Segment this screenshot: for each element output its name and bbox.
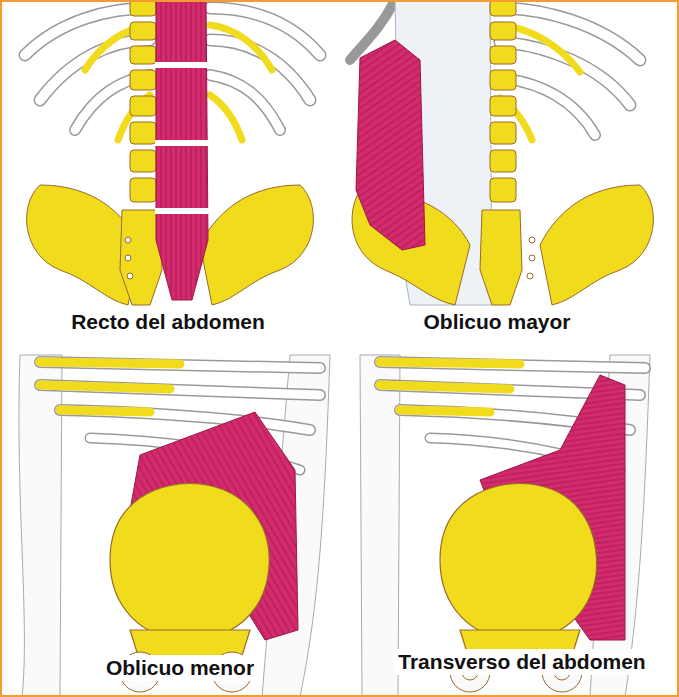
muscle-label: Recto del abdomen xyxy=(67,309,269,335)
panel-rectus-part-part xyxy=(130,0,156,16)
panel-external-oblique-part-part xyxy=(490,150,516,172)
panel-internal-oblique-part-part xyxy=(60,410,310,430)
panel-rectus-part xyxy=(155,62,209,214)
muscle-label: Transverso del abdomen xyxy=(394,649,649,675)
panel-transversus-part-part xyxy=(380,362,645,368)
panel-external-oblique-part-part xyxy=(480,210,522,305)
panel-internal-oblique-part-part xyxy=(40,362,320,368)
panel-transversus xyxy=(360,355,650,697)
muscle-label: Oblicuo mayor xyxy=(419,309,574,335)
panel-rectus-part-part xyxy=(127,273,133,279)
panel-rectus-part-part xyxy=(155,208,209,214)
panel-internal-oblique-part-part xyxy=(40,385,170,389)
panel-rectus-part-part xyxy=(130,96,156,116)
panel-internal-oblique-part-part xyxy=(40,385,320,395)
panel-transversus-part-part xyxy=(380,362,645,368)
panel-transversus-part-part xyxy=(440,484,596,640)
panel-external-oblique-part-part xyxy=(529,237,535,243)
panel-external-oblique xyxy=(350,0,653,305)
panel-rectus-part-part xyxy=(130,22,156,40)
panel-rectus-part-part xyxy=(210,25,272,70)
panel-transversus-part xyxy=(440,484,596,662)
panel-internal-oblique-part-part xyxy=(40,362,180,364)
panel-rectus-part-part xyxy=(130,46,156,64)
panel-internal-oblique-part xyxy=(110,484,269,662)
panel-external-oblique-part-part xyxy=(540,185,653,305)
panel-rectus-part-part xyxy=(125,255,131,261)
panel-external-oblique-part-part xyxy=(490,0,516,16)
panel-external-oblique-part-part xyxy=(490,70,516,90)
panel-external-oblique-part xyxy=(356,40,425,250)
panel-rectus-part-part xyxy=(125,237,131,243)
panel-rectus-part xyxy=(156,0,208,300)
panel-internal-oblique-part-part xyxy=(60,410,150,412)
panel-internal-oblique-part-part xyxy=(110,484,269,640)
panel-rectus-part-part xyxy=(210,95,242,140)
panel-transversus-part-part xyxy=(380,362,520,364)
panel-transversus-part-part xyxy=(380,385,510,389)
panel-external-oblique-part-part xyxy=(490,122,516,144)
panel-rectus-part-part xyxy=(130,150,156,172)
muscle-label: Oblicuo menor xyxy=(102,655,258,681)
panel-external-oblique-part-part xyxy=(490,96,516,116)
panel-external-oblique-part-part xyxy=(500,8,640,60)
panel-external-oblique-part-part xyxy=(527,273,533,279)
panel-external-oblique-part xyxy=(527,237,535,279)
panel-rectus-part xyxy=(27,0,314,305)
panel-rectus-part-part xyxy=(130,178,156,202)
panel-rectus-part-part xyxy=(155,62,209,68)
panel-internal-oblique-part-part xyxy=(40,362,320,368)
panel-external-oblique-part-part xyxy=(490,22,516,40)
panel-external-oblique-part-part xyxy=(500,8,640,60)
panel-internal-oblique-part-part xyxy=(60,410,310,430)
panel-transversus-part xyxy=(360,355,400,697)
panel-rectus-part-part xyxy=(130,122,156,144)
panel-external-oblique-part-part xyxy=(490,46,516,64)
panel-rectus-part-part xyxy=(155,140,209,146)
panel-rectus-part-part xyxy=(130,70,156,90)
panel-external-oblique-part-part xyxy=(490,178,516,202)
panel-rectus-part xyxy=(125,237,133,279)
panel-rectus xyxy=(25,0,320,305)
panel-transversus-part-part xyxy=(400,410,490,412)
panel-external-oblique-part-part xyxy=(529,255,535,261)
panel-external-oblique-part xyxy=(352,0,653,305)
panel-rectus-part-part xyxy=(200,185,313,305)
panel-internal-oblique xyxy=(19,355,330,697)
panel-internal-oblique-part-part xyxy=(40,385,320,395)
